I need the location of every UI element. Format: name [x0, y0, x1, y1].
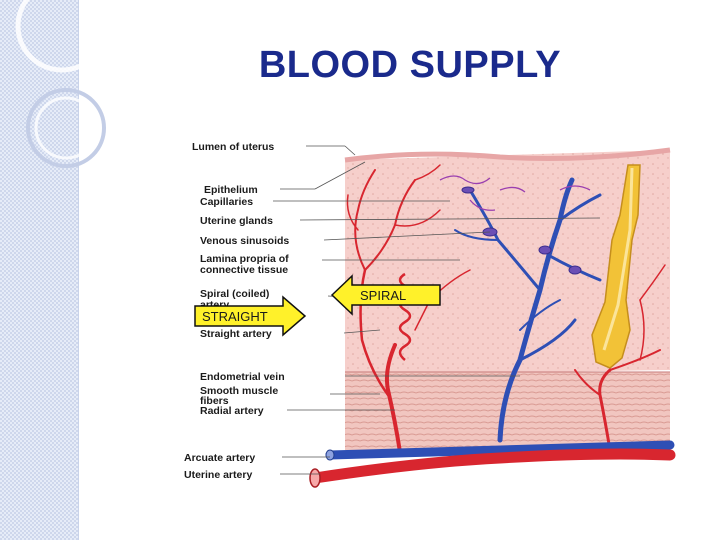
label-arcuate-artery: Arcuate artery	[184, 452, 255, 464]
capillary-network	[439, 175, 591, 211]
endometrial-veins	[454, 177, 602, 443]
straight-callout-text: STRAIGHT	[202, 309, 268, 324]
label-spiral-artery-line1: Spiral (coiled)	[200, 288, 269, 300]
label-radial-artery: Radial artery	[200, 405, 264, 417]
straight-callout-arrow: STRAIGHT	[194, 295, 307, 337]
label-venous-sinusoids: Venous sinusoids	[200, 235, 289, 247]
spiral-callout-arrow: SPIRAL	[330, 274, 441, 316]
spiral-callout-text: SPIRAL	[360, 288, 406, 303]
label-lamina-propria-line2: connective tissue	[200, 264, 288, 276]
label-uterine-artery: Uterine artery	[184, 469, 252, 481]
decorative-circles	[15, 0, 109, 168]
label-straight-artery: Straight artery	[200, 328, 272, 340]
label-lumen-of-uterus: Lumen of uterus	[192, 141, 274, 153]
uterine-gland	[591, 164, 641, 369]
label-endometrial-vein: Endometrial vein	[200, 371, 285, 383]
slide-title: BLOOD SUPPLY	[258, 44, 562, 86]
diagram-labels: Lumen of uterus Epithelium Capillaries U…	[184, 141, 289, 481]
basal-vessels	[309, 440, 676, 488]
label-uterine-glands: Uterine glands	[200, 215, 273, 227]
venous-sinusoids	[461, 186, 582, 275]
label-lamina-propria-line1: Lamina propria of	[200, 253, 289, 265]
label-capillaries: Capillaries	[200, 196, 253, 208]
label-smooth-muscle-line1: Smooth muscle	[200, 385, 278, 397]
label-epithelium: Epithelium	[204, 184, 258, 196]
label-smooth-muscle-line2: fibers	[200, 395, 229, 407]
